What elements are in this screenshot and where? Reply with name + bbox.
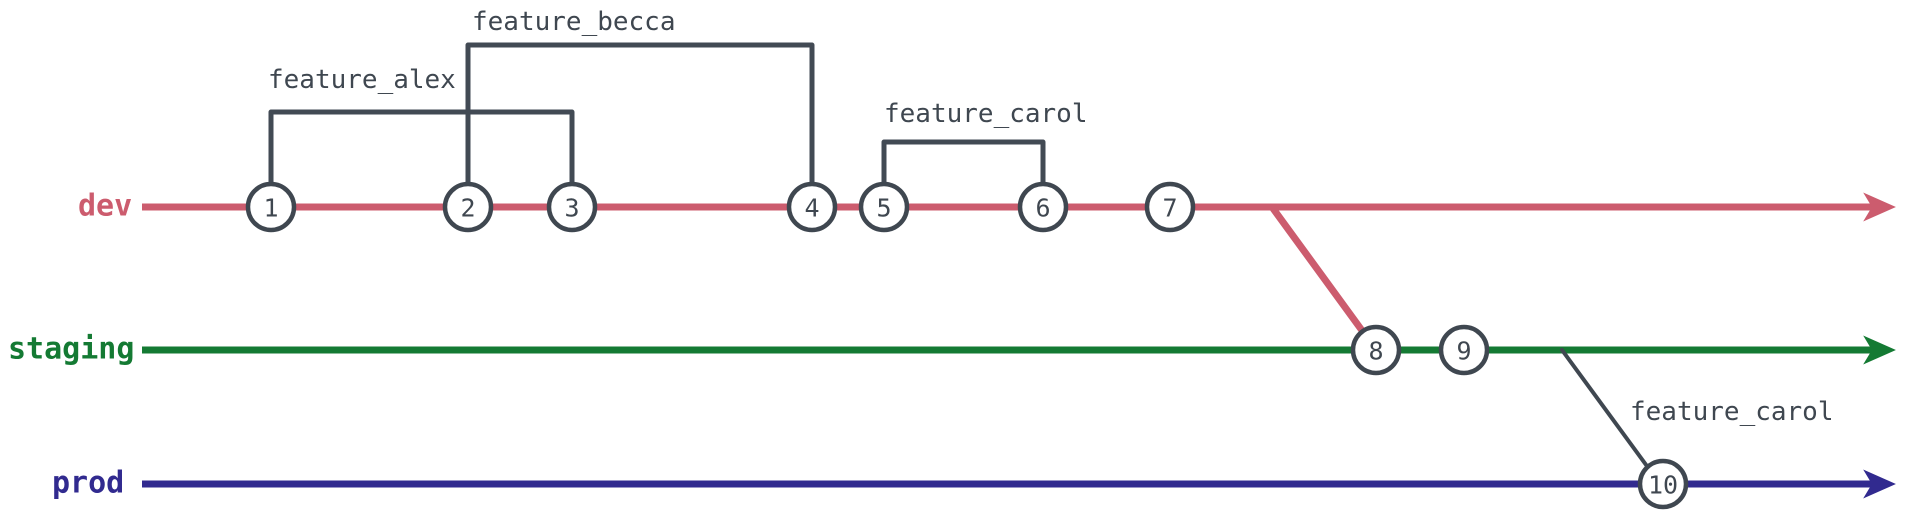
commit-label: 5: [876, 194, 891, 223]
commit-circle[interactable]: [1637, 458, 1689, 510]
commit-label: 7: [1162, 194, 1177, 223]
commit-label: 6: [1035, 194, 1050, 223]
feature-brackets: [268, 42, 1046, 187]
commit-node-6[interactable]: 6: [1017, 181, 1069, 233]
commit-circle[interactable]: [245, 181, 297, 233]
merge-edge-dev-to-staging: [1268, 203, 1370, 340]
branch-lanes: [142, 192, 1896, 499]
commit-circle[interactable]: [858, 181, 910, 233]
commit-node-4[interactable]: 4: [786, 181, 838, 233]
commit-circle[interactable]: [786, 181, 838, 233]
feature-bracket-labels: feature_alex feature_becca feature_carol: [268, 7, 1088, 129]
branch-label-staging: staging: [8, 332, 134, 367]
commit-circle[interactable]: [1144, 181, 1196, 233]
commit-node-5[interactable]: 5: [858, 181, 910, 233]
bracket-feature-carol: [881, 139, 1046, 187]
feature-label-carol: feature_carol: [884, 99, 1088, 129]
merge-edges: feature_carol: [1268, 203, 1834, 475]
commit-nodes: 1 2 3 4 5 6 7: [245, 181, 1689, 510]
bracket-feature-becca: [465, 42, 815, 187]
commit-node-3[interactable]: 3: [546, 181, 598, 233]
commit-node-10[interactable]: 10: [1637, 458, 1689, 510]
commit-node-8[interactable]: 8: [1350, 324, 1402, 376]
merge-edge-label-feature-carol: feature_carol: [1630, 397, 1834, 427]
commit-node-9[interactable]: 9: [1438, 324, 1490, 376]
commit-label: 9: [1456, 337, 1471, 366]
commit-label: 8: [1368, 337, 1383, 366]
feature-label-alex: feature_alex: [268, 65, 456, 95]
commit-node-7[interactable]: 7: [1144, 181, 1196, 233]
commit-label: 4: [804, 194, 819, 223]
commit-circle[interactable]: [442, 181, 494, 233]
commit-node-1[interactable]: 1: [245, 181, 297, 233]
commit-node-2[interactable]: 2: [442, 181, 494, 233]
branch-label-prod: prod: [52, 466, 124, 501]
commit-label: 10: [1648, 471, 1678, 500]
commit-circle[interactable]: [546, 181, 598, 233]
commit-label: 1: [263, 194, 278, 223]
feature-label-becca: feature_becca: [472, 7, 676, 37]
commit-label: 2: [460, 194, 475, 223]
branch-name-labels: dev staging prod: [8, 189, 134, 501]
commit-circle[interactable]: [1017, 181, 1069, 233]
bracket-feature-alex: [268, 109, 575, 187]
branch-label-dev: dev: [78, 189, 132, 224]
commit-circle[interactable]: [1350, 324, 1402, 376]
commit-circle[interactable]: [1438, 324, 1490, 376]
commit-label: 3: [564, 194, 579, 223]
merge-edge-staging-to-prod: [1560, 348, 1654, 475]
